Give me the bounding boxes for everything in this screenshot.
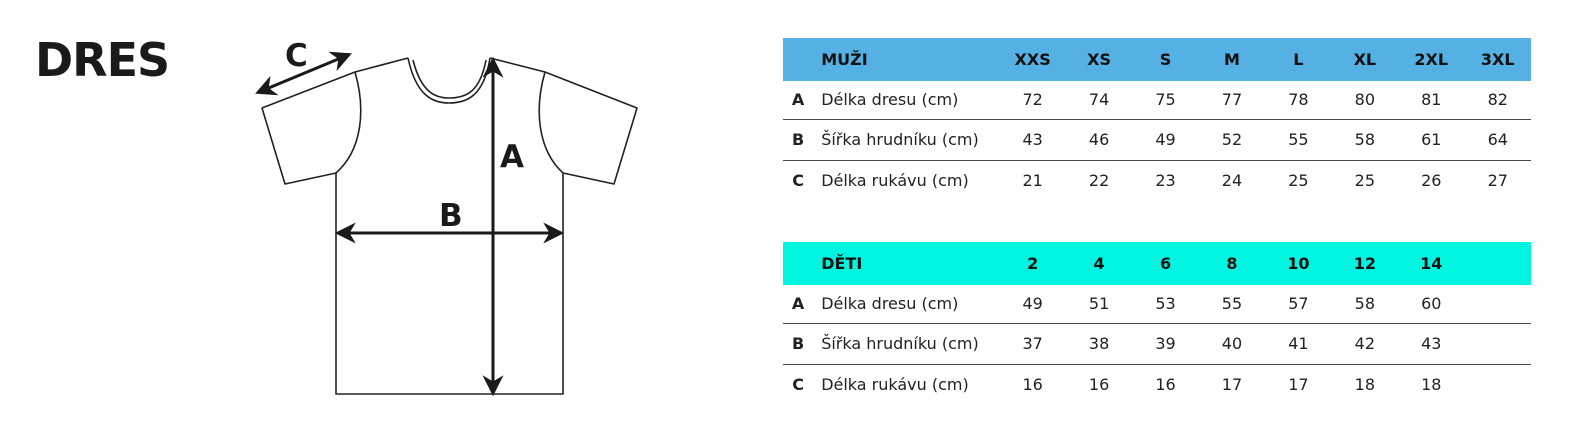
table-cell: 78 [1288,90,1309,110]
table-cell: 37 [999,322,1066,364]
table-cell: 43 [999,118,1066,160]
table-cell: 16 [999,363,1066,405]
table-cell: 24 [1198,159,1266,201]
size-header: 10 [1287,254,1310,273]
measurement-arrows [255,51,565,397]
table-cell: 26 [1398,159,1465,201]
table-cell: 51 [1088,294,1110,314]
size-header: 8 [1226,254,1238,273]
table-cell: 40 [1198,322,1266,364]
table-cell: 23 [1132,159,1199,201]
table-cell: 55 [1265,118,1332,160]
table-cell: 25 [1265,159,1332,201]
table-cell: 75 [1155,90,1176,110]
row-label: Délka rukávu (cm) [813,363,1000,405]
row-label: Šířka hrudníku (cm) [813,322,1000,364]
table-cell: 25 [1331,159,1399,201]
size-header: XS [1087,50,1111,69]
table-cell: 77 [1221,90,1243,110]
size-header: 12 [1353,254,1376,273]
men-header-label: MUŽI [821,50,868,69]
label-c: C [285,38,308,74]
size-header: 6 [1159,254,1172,273]
table-cell: 39 [1132,322,1199,364]
size-header: L [1293,50,1304,69]
table-cell: 52 [1198,118,1266,160]
size-header: M [1223,50,1240,69]
table-row: C Délka rukávu (cm) 16 16 16 17 17 18 18 [783,363,1531,405]
table-cell: 22 [1065,159,1133,201]
tshirt-diagram: A B C [255,38,638,397]
table-cell: 72 [1022,90,1043,110]
arrow-c [255,51,352,96]
table-cell: 18 [1331,363,1399,405]
row-letter: A [791,90,805,110]
size-header: XL [1353,50,1377,69]
row-letter: B [783,118,814,160]
row-letter: B [783,322,814,364]
size-header: XXS [1014,50,1051,69]
table-row: C Délka rukávu (cm) 21 22 23 24 25 25 26… [783,159,1531,201]
table-cell: 61 [1398,118,1465,160]
table-cell: 27 [1464,159,1531,201]
table-cell: 58 [1331,118,1399,160]
table-cell: 16 [1065,363,1133,405]
size-header: 2XL [1414,50,1449,69]
men-header-row: MUŽI XXS XS S M L XL 2XL 3XL [783,38,1531,81]
size-header: 2 [1027,254,1039,273]
table-cell: 53 [1155,294,1176,314]
table-row: A Délka dresu (cm) 72 74 75 77 78 80 81 … [783,81,1531,119]
kids-size-table: DĚTI 2 4 6 8 10 12 14 A Délka dresu (cm)… [783,242,1531,405]
row-label: Délka dresu (cm) [821,294,959,314]
table-cell: 17 [1265,363,1332,405]
row-letter: C [783,363,814,405]
table-cell: 21 [999,159,1066,201]
size-header: 3XL [1480,50,1515,69]
table-cell: 16 [1132,363,1199,405]
size-header: 14 [1420,254,1443,273]
table-cell: 55 [1221,294,1243,314]
tshirt-outline [261,57,638,395]
table-cell: 74 [1088,90,1110,110]
table-cell: 81 [1421,90,1442,110]
row-letter: C [783,159,814,201]
table-cell: 64 [1464,118,1531,160]
table-cell: 41 [1265,322,1332,364]
table-cell: 43 [1398,322,1465,364]
men-size-table: MUŽI XXS XS S M L XL 2XL 3XL A Délka dre… [783,38,1531,201]
table-cell: 42 [1331,322,1399,364]
row-label: Délka dresu (cm) [821,90,959,110]
row-label: Délka rukávu (cm) [813,159,1000,201]
table-cell: 80 [1354,90,1375,110]
table-cell: 46 [1065,118,1133,160]
label-b: B [439,198,463,234]
page-title: DRES [35,33,170,87]
size-header: S [1159,50,1172,69]
table-cell: 49 [1022,294,1043,314]
table-row: B Šířka hrudníku (cm) 43 46 49 52 55 58 … [783,118,1531,160]
table-row: B Šířka hrudníku (cm) 37 38 39 40 41 42 … [783,322,1531,364]
kids-header-label: DĚTI [821,254,863,273]
kids-header-row: DĚTI 2 4 6 8 10 12 14 [783,242,1531,285]
table-cell: 58 [1354,294,1375,314]
table-cell: 82 [1487,90,1508,110]
table-cell: 60 [1421,294,1442,314]
table-cell: 38 [1065,322,1133,364]
row-label: Šířka hrudníku (cm) [813,118,1000,160]
table-row: A Délka dresu (cm) 49 51 53 55 57 58 60 [783,285,1531,323]
table-cell: 18 [1398,363,1465,405]
label-a: A [500,139,524,175]
table-cell: 49 [1132,118,1199,160]
row-letter: A [791,294,805,314]
size-header: 4 [1093,254,1105,273]
table-cell: 57 [1288,294,1309,314]
table-cell: 17 [1198,363,1266,405]
